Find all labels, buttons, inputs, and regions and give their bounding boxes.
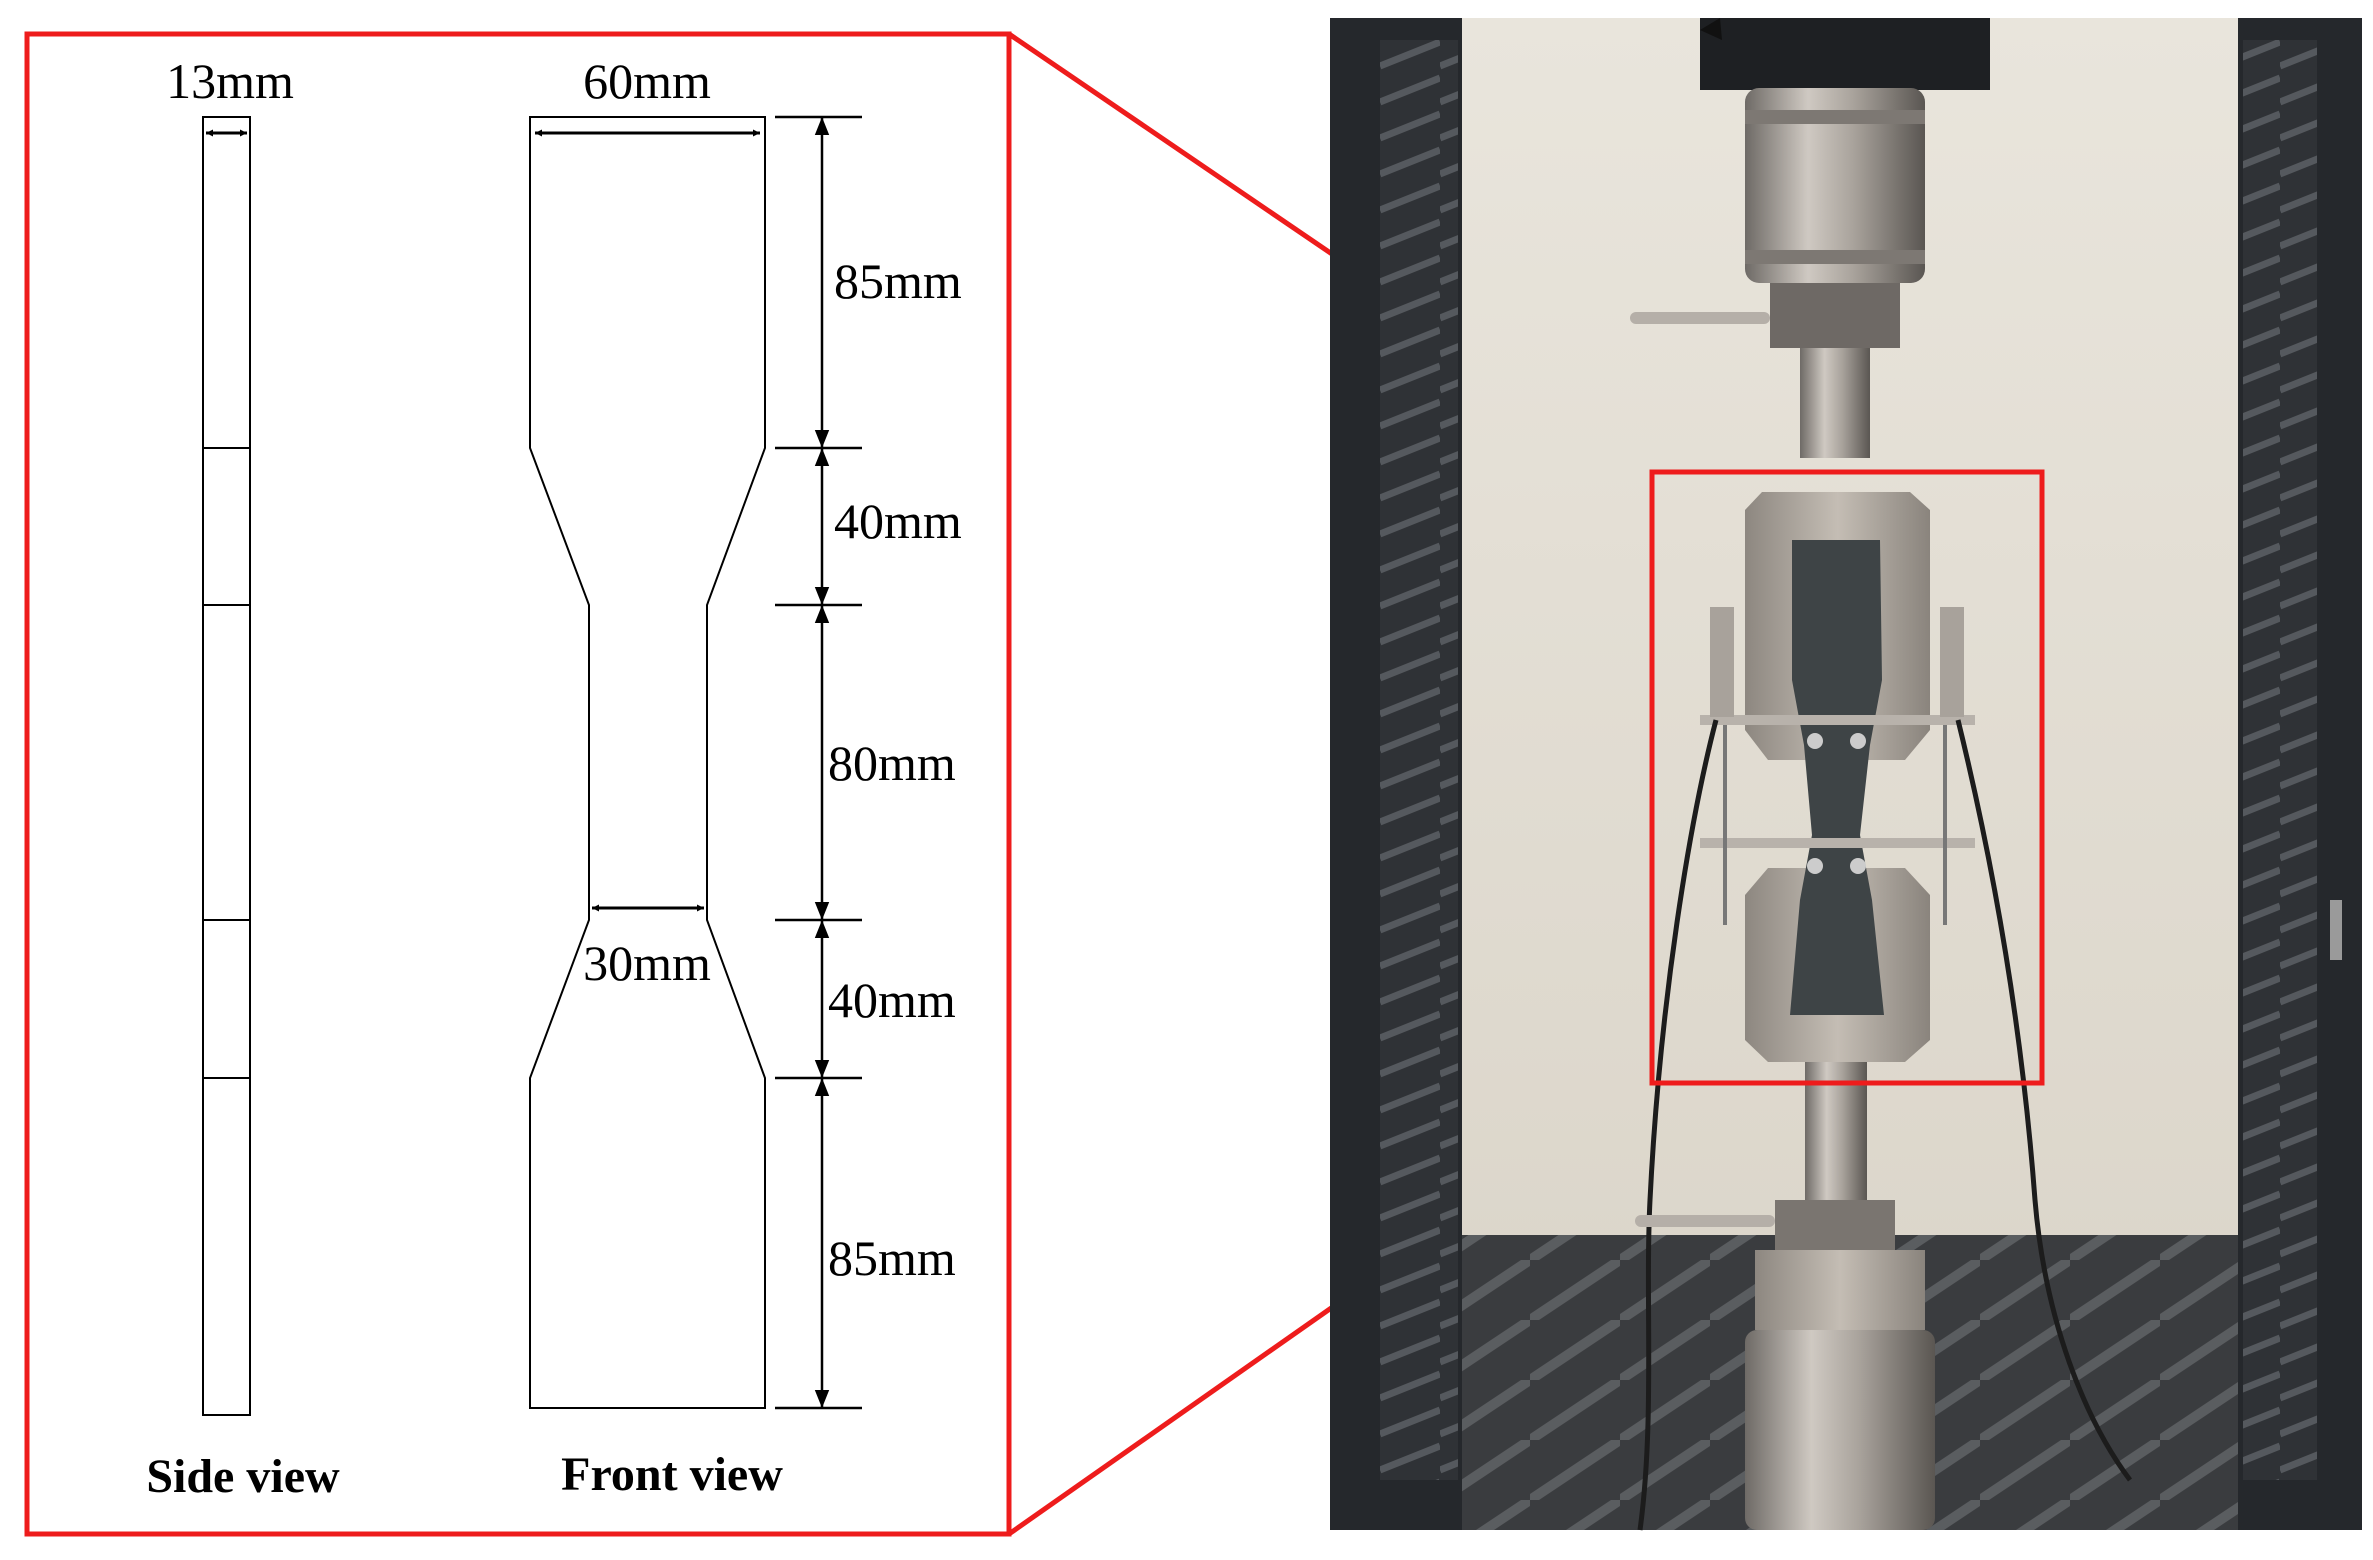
length-dimension-chain [775, 115, 862, 1410]
load-cell-band [1745, 110, 1925, 124]
front-width-label: 60mm [583, 53, 711, 109]
lower-locking-handle [1635, 1215, 1775, 1227]
upper-load-cell [1745, 88, 1925, 283]
upper-coupling [1770, 283, 1900, 348]
clamp-screw [1807, 733, 1823, 749]
upper-pull-rod [1800, 348, 1870, 458]
crosshead-pointer [1700, 18, 1722, 40]
segment-label: 85mm [828, 1230, 956, 1286]
left-louver [1380, 40, 1458, 1480]
side-view-outline [202, 116, 251, 1416]
clamp-screw [1850, 733, 1866, 749]
extensometer-sensor-left [1710, 607, 1734, 717]
extensometer-rod-left [1723, 725, 1727, 925]
front-view [529, 116, 766, 1409]
segment-label: 40mm [834, 493, 962, 549]
side-view-caption: Side view [146, 1450, 340, 1503]
segment-label: 80mm [828, 735, 956, 791]
front-view-outline [529, 116, 766, 1409]
highlight-box-drawing [24, 31, 1012, 1537]
clamp-screw [1850, 858, 1866, 874]
side-view [202, 116, 251, 1416]
load-cell-band [1745, 250, 1925, 264]
segment-label: 40mm [828, 972, 956, 1028]
upper-crosshead [1700, 18, 1990, 90]
highlight-box-photo [1649, 469, 2045, 1086]
front-view-caption: Front view [561, 1448, 783, 1501]
neck-width-label: 30mm [583, 935, 711, 991]
lower-adapter [1755, 1250, 1925, 1330]
lower-actuator-cylinder [1745, 1330, 1935, 1530]
photo-panel [1330, 18, 2362, 1531]
lower-coupling [1775, 1200, 1895, 1250]
specimen [1790, 540, 1884, 1015]
extensometer-upper-bar [1700, 715, 1975, 725]
segment-label: 85mm [834, 253, 962, 309]
side-width-label: 13mm [166, 53, 294, 109]
extensometer-lower-bar [1700, 838, 1975, 848]
drawing-panel: 13mm 60mm 30mm 85mm 40mm 80mm 40mm 85mm [24, 31, 1012, 1537]
extensometer-rod-right [1943, 725, 1947, 925]
locking-handle [1630, 312, 1770, 324]
right-louver [2243, 40, 2317, 1480]
sensor-cable-right [1955, 719, 2133, 1482]
sensor-cable-left [1637, 719, 1719, 1531]
extensometer-sensor-right [1940, 607, 1964, 717]
column-latch [2330, 900, 2342, 960]
clamp-screw [1807, 858, 1823, 874]
